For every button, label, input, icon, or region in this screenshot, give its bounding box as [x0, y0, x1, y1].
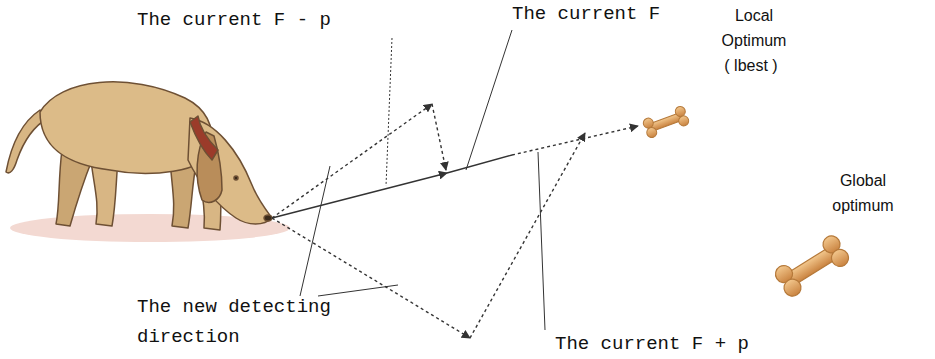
optimum-label: Global optimum — [820, 168, 906, 218]
bone-knob — [781, 276, 804, 299]
current-direction-arrow — [272, 173, 447, 218]
leader-lines — [300, 30, 545, 330]
dotted-arrow — [432, 104, 446, 170]
direction-label: The current F + p — [555, 332, 749, 356]
direction-label: The new detecting direction — [137, 292, 342, 352]
leader-line — [300, 166, 330, 296]
bone-icon — [772, 233, 851, 300]
dotted-arrow — [272, 218, 470, 338]
bone-knob — [645, 126, 658, 139]
dog-nose — [264, 215, 272, 221]
bone-icon — [642, 105, 690, 139]
direction-label: The current F - p — [137, 8, 331, 32]
leader-line — [318, 285, 398, 296]
optimum-label: Local Optimum — [713, 3, 795, 53]
dog-body — [40, 82, 213, 174]
dog-collar — [190, 116, 218, 160]
bone-knob — [677, 114, 690, 127]
current-direction-line — [447, 155, 512, 173]
direction-label: The current F — [512, 2, 660, 26]
leader-line — [538, 152, 545, 330]
dog-eye — [234, 176, 238, 180]
dotted-arrow — [470, 133, 585, 338]
bone-knob — [828, 246, 851, 269]
dotted-arrow — [272, 104, 432, 218]
leader-line — [386, 38, 392, 186]
optimum-label: ( lbest ) — [705, 53, 797, 78]
leader-line — [466, 30, 512, 170]
dog-figure — [6, 82, 272, 230]
dotted-arrow — [512, 126, 638, 155]
